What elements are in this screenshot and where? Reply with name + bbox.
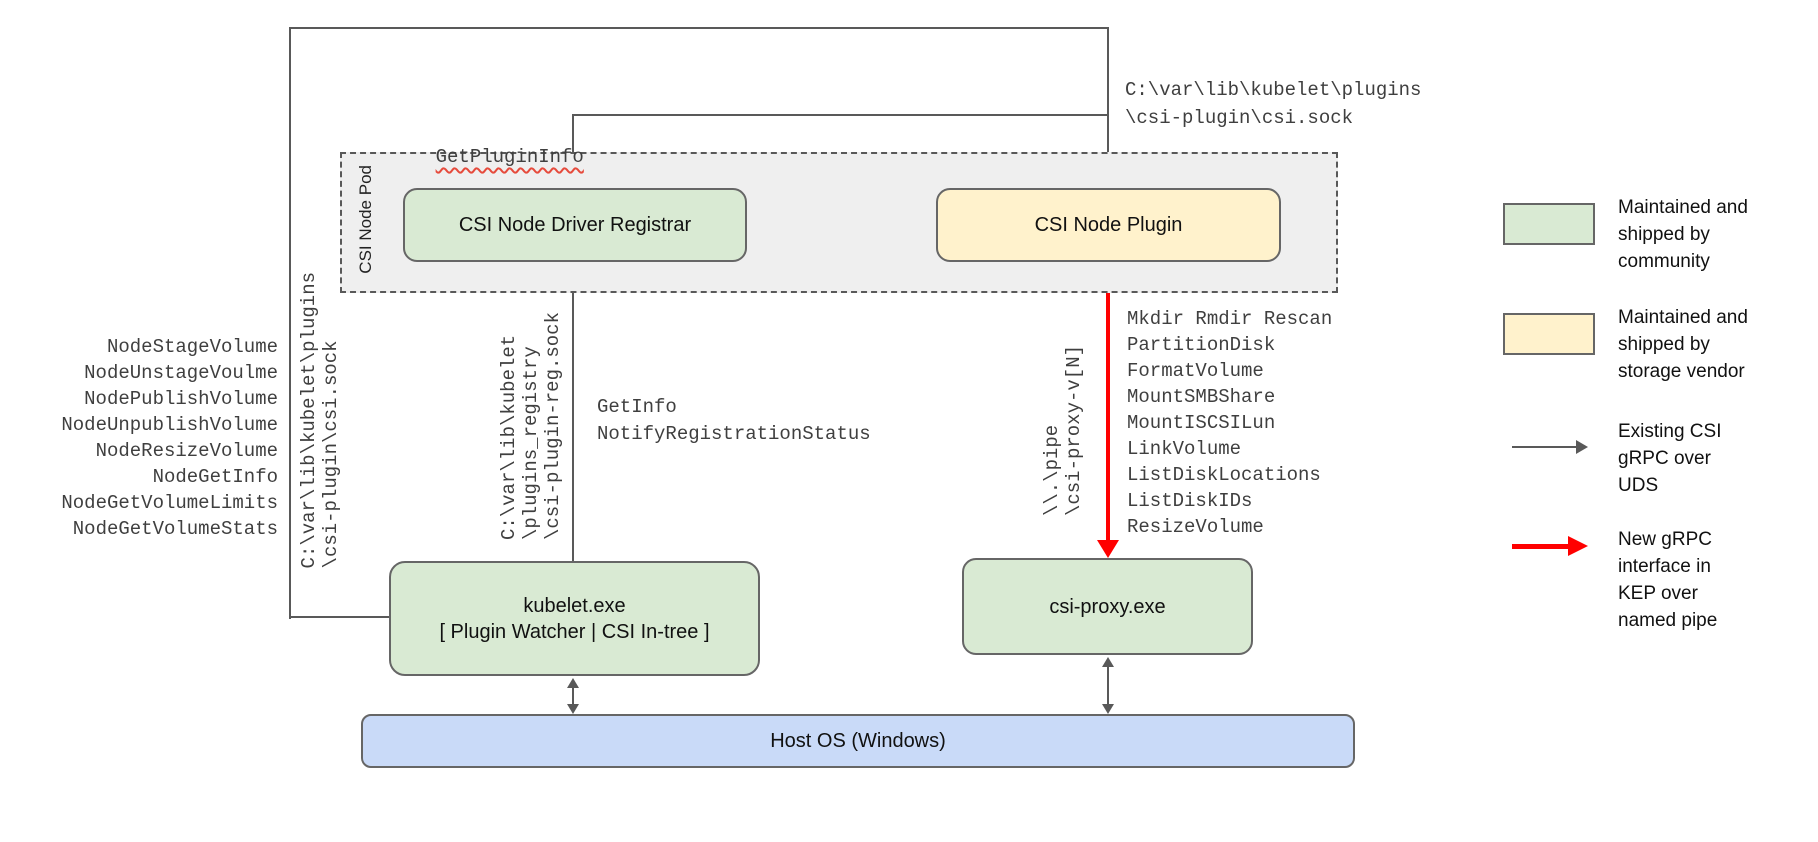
arrowhead-kubelet-host-up (567, 678, 579, 688)
arrowhead-red-into-proxy (1097, 540, 1119, 558)
connector-kubelet-host (572, 686, 574, 706)
label-get-plugin-info: GetPluginInfo (390, 118, 584, 196)
connector-plugin-proxy-red (1106, 262, 1110, 541)
node-csi-node-driver-registrar: CSI Node Driver Registrar (403, 188, 747, 262)
csi-proxy-label: csi-proxy.exe (1049, 595, 1166, 618)
node-csi-node-plugin: CSI Node Plugin (936, 188, 1281, 262)
label-named-pipe: \\.\pipe \csi-proxy-v[N] (1041, 344, 1085, 516)
connector-registrar-plugin-horizontal (572, 114, 1108, 116)
registrar-label: CSI Node Driver Registrar (458, 214, 692, 236)
label-node-methods: NodeStageVolume NodeUnstageVoulme NodePu… (61, 336, 278, 540)
legend-gray-arrow-line (1512, 446, 1576, 448)
legend-swatch-vendor (1503, 313, 1595, 355)
legend-text-new-grpc: New gRPC interface in KEP over named pip… (1618, 529, 1718, 631)
label-registration-calls: GetInfo NotifyRegistrationStatus (597, 396, 871, 445)
node-host-os: Host OS (Windows) (361, 714, 1355, 768)
connector-kubelet-registrar (572, 273, 574, 561)
label-registration-sock: C:\var\lib\kubelet \plugins_registry \cs… (498, 311, 564, 540)
label-csi-sock-left: C:\var\lib\kubelet\plugins \csi-plugin\c… (298, 271, 342, 568)
connector-kubelet-plugin-bottom (289, 616, 389, 618)
label-csi-sock-path-top-right: C:\var\lib\kubelet\plugins \csi-plugin\c… (1125, 79, 1422, 129)
connector-registrar-plugin-vertical (572, 114, 574, 189)
host-os-label: Host OS (Windows) (770, 730, 946, 752)
get-plugin-info-text: GetPluginInfo (435, 146, 584, 168)
legend-red-arrowhead (1568, 536, 1588, 556)
connector-plugin-vertical (1107, 28, 1109, 178)
legend-text-community: Maintained and shipped by community (1618, 197, 1748, 272)
legend-swatch-community (1503, 203, 1595, 245)
legend-gray-arrowhead (1576, 440, 1588, 454)
connector-kubelet-plugin-top (289, 27, 1109, 29)
node-kubelet: kubelet.exe [ Plugin Watcher | CSI In-tr… (389, 561, 760, 676)
arrowhead-kubelet-host-down (567, 704, 579, 714)
node-csi-proxy: csi-proxy.exe (962, 558, 1253, 655)
legend-red-arrow-line (1512, 544, 1568, 549)
connector-kubelet-plugin-left (289, 27, 291, 619)
csi-node-pod-label: CSI Node Pod (356, 165, 375, 274)
kubelet-subtitle: [ Plugin Watcher | CSI In-tree ] (439, 620, 710, 643)
arrowhead-proxy-host-down (1102, 704, 1114, 714)
legend-text-existing-grpc: Existing CSI gRPC over UDS (1618, 421, 1722, 496)
arrowhead-proxy-host-up (1102, 657, 1114, 667)
legend-text-vendor: Maintained and shipped by storage vendor (1618, 307, 1748, 382)
kubelet-title: kubelet.exe (523, 594, 626, 617)
connector-proxy-host (1107, 665, 1109, 706)
plugin-label: CSI Node Plugin (1034, 214, 1183, 236)
label-proxy-methods: Mkdir Rmdir Rescan PartitionDisk FormatV… (1127, 308, 1333, 538)
